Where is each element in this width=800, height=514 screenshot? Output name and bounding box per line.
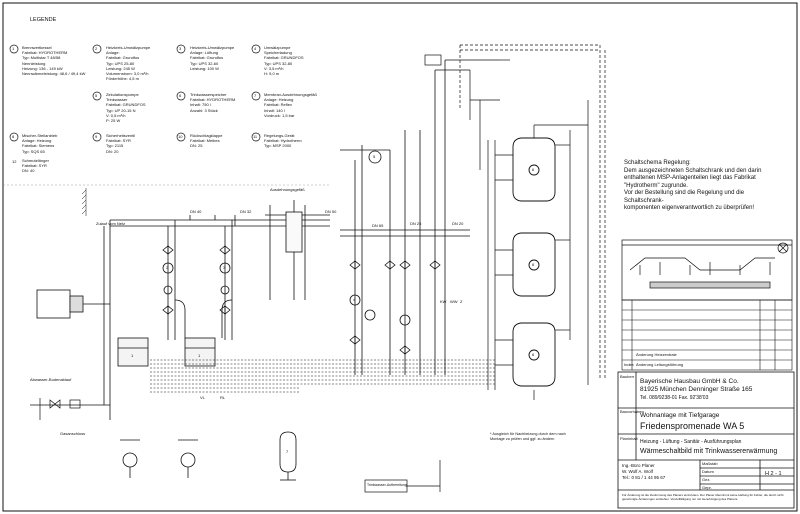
row-label: Datum (702, 469, 714, 474)
vessel-number: 7 (286, 449, 289, 454)
tank-1 (512, 137, 556, 202)
upper-lines (424, 44, 606, 385)
tank-connections (487, 124, 588, 400)
legend-item-11: Regelungs-Gerät Fabrikat: Hydrotherm Typ… (264, 133, 302, 149)
boiler-1-number: 1 (131, 353, 134, 358)
legend-title: LEGENDE (30, 17, 57, 23)
bottom-note: * Ausgleich für Nachheizung durch dem na… (490, 432, 566, 441)
pipe-label: RL (220, 395, 226, 400)
pipe-label: DN 65 (372, 223, 384, 228)
small-vessels (120, 439, 198, 478)
legend-num-6: 6 (179, 93, 182, 98)
hydraulic-separator (269, 200, 306, 300)
middle-circuits (340, 60, 470, 375)
revision-row: Änderung Leitungsführung (636, 362, 684, 367)
legend-item-6: Trinkwasserspeicher Fabrikat: HYDROTHERM… (190, 92, 236, 113)
legend-num-1: 1 (12, 46, 15, 51)
boiler-2-number: 1 (198, 353, 201, 358)
title-block-frame (617, 371, 795, 509)
dhw-pump-number: 5 (373, 154, 376, 159)
plan-number: H 2 - 1 (765, 471, 782, 477)
footer-note: Für Änderung ist die Zustimmung des Plan… (622, 493, 784, 501)
gas-note: Gasanschluss (60, 431, 86, 436)
tank-1-number: 6 (532, 167, 535, 172)
legend-num-5: 5 (95, 93, 98, 98)
bauvorhaben-block: Wohnanlage mit Tiefgarage Friedenspromen… (640, 412, 745, 431)
legend-num-3: 3 (179, 46, 182, 51)
pump-a-number: 2 (166, 265, 169, 270)
legend-num-12: 12 (12, 159, 17, 164)
boiler-2 (184, 337, 216, 367)
bauvorhaben-label: Bauvorhaben (620, 409, 644, 414)
legend-item-3: Heizkreis-Umwälzpumpe Anlage: Lüftung Fa… (190, 45, 235, 71)
row-label: Gez. (702, 477, 711, 482)
legend-markers (9, 44, 261, 142)
legend-num-2: 2 (95, 46, 98, 51)
planer-block: Ing.-Büro Planer W. Wolf A. Wolf Tel.: 0… (622, 463, 666, 480)
legend-item-2: Heizkreis-Umwälzpumpe Anlage: Fabrikat: … (106, 45, 151, 82)
tank-3-number: 6 (532, 352, 535, 357)
drain-note: Abwasser-Bodenablauf (30, 377, 72, 382)
legend-item-10: Rückschlagklappe Fabrikat: Meibes DN: 25 (190, 133, 223, 149)
planinhalt-block: Heizung - Lüftung - Sanitär - Ausführung… (640, 439, 778, 455)
legend-item-12: Schmutzfänger Fabrikat: SYR DN: 40 (22, 158, 49, 174)
legend-item-7: Membran-Ausdehnungsgefäß Anlage: Heizung… (264, 92, 317, 118)
legend-item-8: Mischer-Stellantrieb Anlage: Heizung Fab… (22, 133, 58, 154)
pipe-label: Z (460, 299, 463, 304)
pipe-label: DN 20 (452, 221, 464, 226)
pipe-label: WW (450, 299, 458, 304)
legend-item-1: Brennwertkessel Fabrikat: HYDROTHERM Typ… (22, 45, 86, 77)
legend-item-9: Sicherheitsventil Fabrikat: SYR Typ: 211… (106, 133, 136, 154)
pipe-label: VL (200, 395, 205, 400)
feed-line (30, 398, 110, 420)
pump-c-number: 4 (353, 297, 356, 302)
separator-note: Ausdehnungsgefäß (270, 187, 305, 192)
air-unit (36, 289, 110, 319)
boiler-group (117, 220, 233, 367)
row-label: Gepr. (702, 485, 712, 490)
bauherr-block: Bayerische Hausbau GmbH & Co. 81925 Münc… (640, 378, 753, 401)
planinhalt-label: Planinhalt (620, 436, 638, 441)
legend-num-10: 10 (178, 134, 183, 139)
legend-item-4: Umwälzpumpe Speicherladung Fabrikat: GRU… (264, 45, 304, 77)
pipe-label: DN 25 (410, 221, 422, 226)
pipe-label: KW (440, 299, 447, 304)
pipe-bundle (150, 359, 495, 393)
pump-b-number: 3 (223, 265, 226, 270)
feed-note: Zulauf vom Netz (96, 221, 126, 226)
legend-num-11: 11 (253, 134, 258, 139)
revision-row: Änderung Heizzentrale (636, 352, 677, 357)
legend-item-5: Zirkulationspumpe Trinkwasser Fabrikat: … (106, 92, 146, 124)
wall-hatch (81, 188, 87, 216)
pipe-label: DN 32 (240, 209, 252, 214)
bauherr-label: Bauherr (620, 374, 635, 379)
pipe-label: DN 40 (190, 209, 202, 214)
row-label: Maßstab (702, 461, 718, 466)
expansion-vessel (279, 431, 297, 481)
tank-2-number: 6 (532, 262, 535, 267)
legend-num-7: 7 (254, 93, 257, 98)
legend-num-8: 8 (12, 134, 15, 139)
index-label: Index (624, 362, 634, 367)
revision-table (621, 299, 793, 371)
tank-2 (512, 232, 556, 297)
treatment-label: Trinkwasser-Aufbereitung (367, 483, 407, 487)
control-note: Schaltschema Regelung: Dem ausgezeichnet… (624, 160, 762, 211)
pipe-label: DN 50 (325, 209, 337, 214)
legend-num-9: 9 (95, 134, 98, 139)
dhw-tanks (512, 137, 556, 387)
legend-num-4: 4 (254, 46, 257, 51)
tank-3 (512, 322, 556, 387)
boiler-1 (117, 337, 149, 367)
plan-view-box (621, 239, 793, 301)
